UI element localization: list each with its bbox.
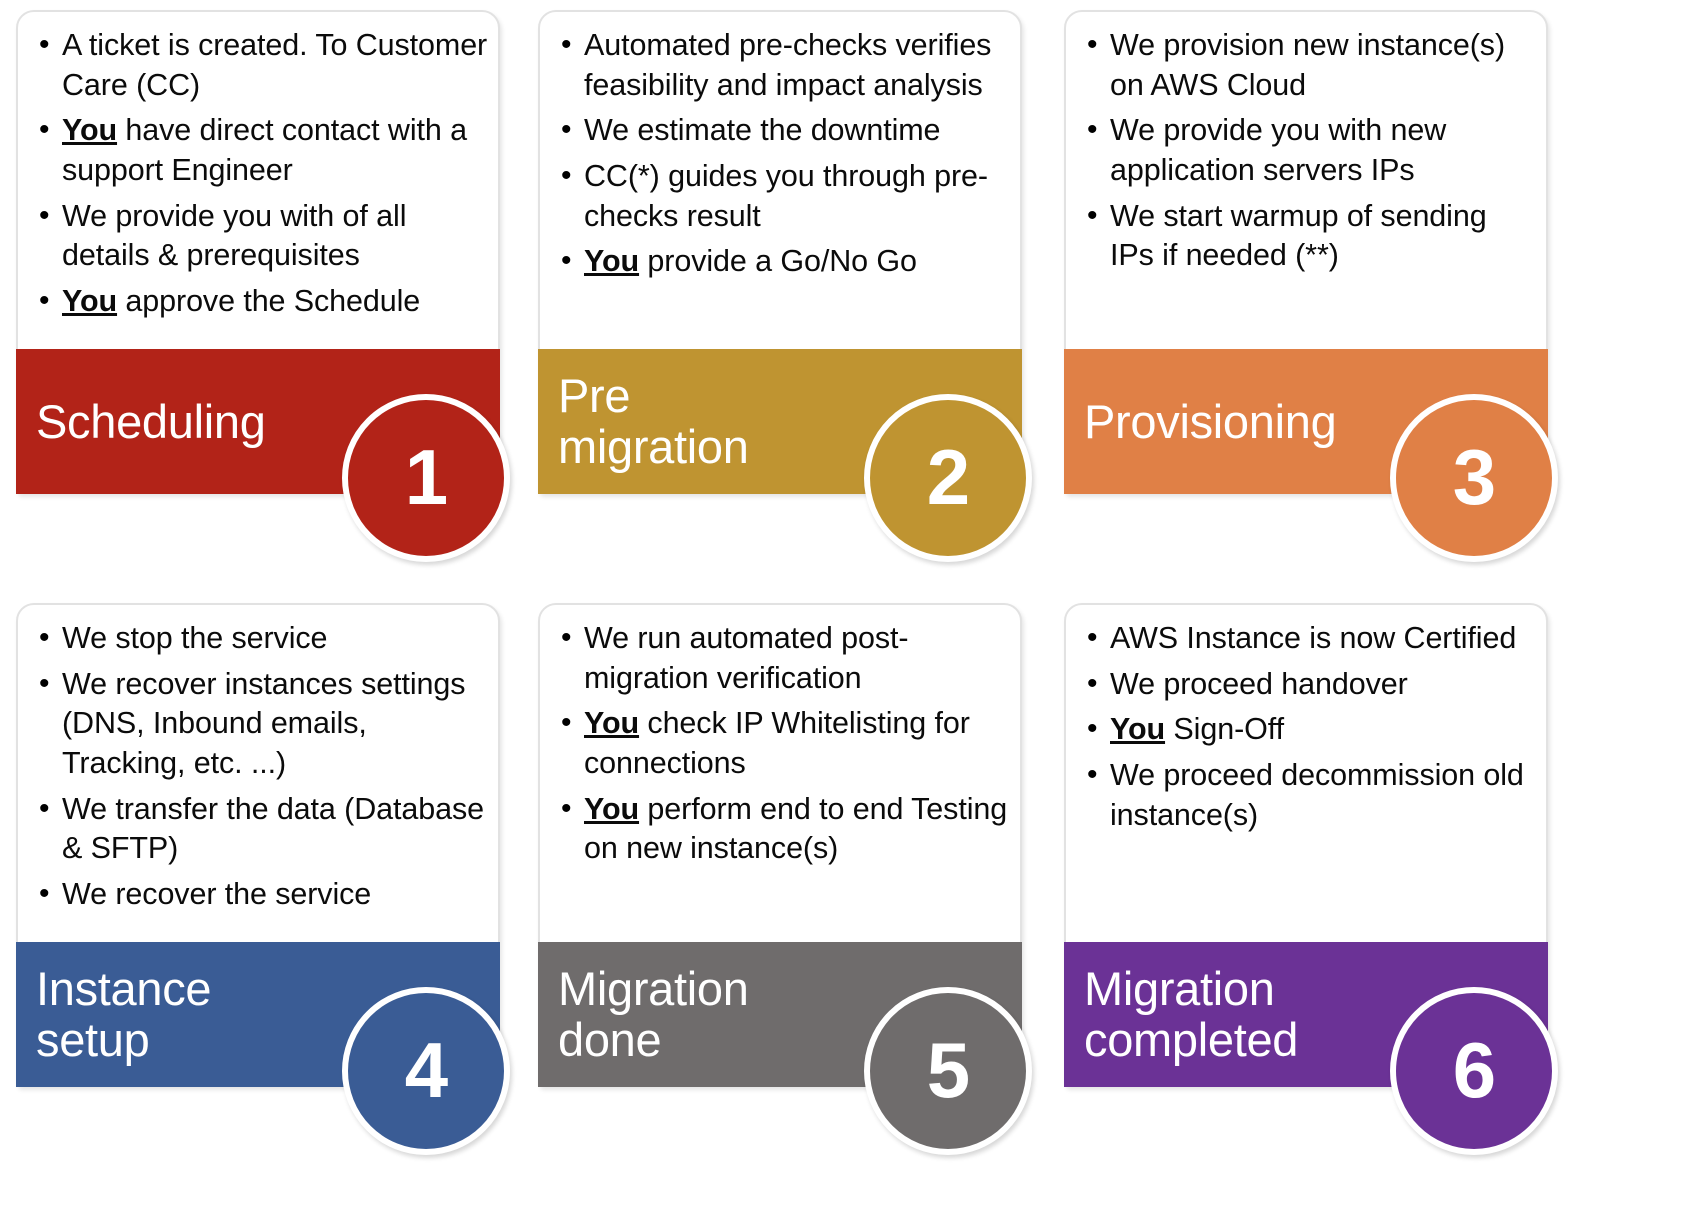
bullet-item: We provide you with of all details & pre…	[39, 196, 488, 276]
bullet-lead: You	[62, 113, 118, 148]
bullet-text: We stop the service	[62, 621, 328, 655]
step-label-3: Provisioning	[1084, 394, 1337, 448]
step-number-circle-6: 6	[1390, 987, 1558, 1155]
bullet-text: provide a Go/No Go	[639, 244, 917, 279]
step-bullet-list-5: We run automated post-migration verifica…	[554, 618, 1010, 875]
bullet-lead: You	[62, 283, 118, 318]
bullet-item: CC(*) guides you through pre-checks resu…	[561, 156, 1010, 236]
bullet-lead: You	[584, 791, 640, 826]
bullet-item: We estimate the downtime	[561, 110, 1010, 151]
bullet-item: We run automated post-migration verifica…	[561, 618, 1010, 698]
bullet-text: check IP Whitelisting for connections	[584, 706, 970, 780]
bullet-item: You approve the Schedule	[39, 281, 488, 322]
bullet-item: You perform end to end Testing on new in…	[561, 789, 1010, 869]
bullet-text: We transfer the data (Database & SFTP)	[62, 791, 484, 866]
bullet-item: We stop the service	[39, 618, 488, 659]
bullet-item: We proceed handover	[1087, 664, 1536, 705]
bullet-item: You provide a Go/No Go	[561, 241, 1010, 282]
step-card-2[interactable]: Automated pre-checks verifies feasibilit…	[538, 10, 1032, 562]
step-number-1: 1	[404, 433, 448, 521]
bullet-item: We recover instances settings (DNS, Inbo…	[39, 664, 488, 784]
bullet-text: We provide you with new application serv…	[1110, 113, 1447, 187]
bullet-text: We proceed handover	[1110, 666, 1408, 701]
step-number-circle-1: 1	[342, 394, 510, 562]
bullet-item: You Sign-Off	[1087, 709, 1536, 750]
step-number-circle-5: 5	[864, 987, 1032, 1155]
bullet-item: AWS Instance is now Certified	[1087, 618, 1536, 659]
bullet-item: You check IP Whitelisting for connection…	[561, 703, 1010, 783]
step-label-4: Instance setup	[36, 962, 212, 1066]
step-number-circle-2: 2	[864, 394, 1032, 562]
bullet-item: We provide you with new application serv…	[1087, 110, 1536, 190]
step-label-1: Scheduling	[36, 394, 266, 448]
bullet-item: We proceed decommission old instance(s)	[1087, 755, 1536, 835]
bullet-text: We provide you with of all details & pre…	[62, 198, 407, 273]
bullet-text: We start warmup of sending IPs if needed…	[1110, 198, 1487, 273]
bullet-item: You have direct contact with a support E…	[39, 110, 488, 190]
bullet-text: A ticket is created. To Customer Care (C…	[62, 28, 488, 102]
bullet-text: We recover instances settings (DNS, Inbo…	[62, 666, 466, 780]
step-label-6: Migration completed	[1084, 962, 1299, 1066]
bullet-text: We provision new instance(s) on AWS Clou…	[1110, 28, 1505, 102]
step-card-6[interactable]: AWS Instance is now Certified We proceed…	[1064, 603, 1558, 1155]
bullet-text: CC(*) guides you through pre-checks resu…	[584, 158, 988, 233]
step-number-circle-3: 3	[1390, 394, 1558, 562]
step-card-3[interactable]: We provision new instance(s) on AWS Clou…	[1064, 10, 1558, 562]
bullet-item: We transfer the data (Database & SFTP)	[39, 789, 488, 869]
bullet-text: We proceed decommission old instance(s)	[1110, 757, 1524, 832]
bullet-text: We run automated post-migration verifica…	[584, 621, 909, 695]
step-bullet-list-6: AWS Instance is now Certified We proceed…	[1080, 618, 1536, 841]
bullet-text: We recover the service	[62, 876, 372, 911]
step-number-4: 4	[404, 1026, 448, 1114]
step-card-5[interactable]: We run automated post-migration verifica…	[538, 603, 1032, 1155]
step-number-5: 5	[926, 1026, 970, 1114]
bullet-text: Automated pre-checks verifies feasibilit…	[584, 28, 992, 102]
bullet-item: We start warmup of sending IPs if needed…	[1087, 196, 1536, 276]
step-number-3: 3	[1452, 433, 1496, 521]
bullet-item: Automated pre-checks verifies feasibilit…	[561, 25, 1010, 105]
bullet-lead: You	[1110, 712, 1166, 747]
step-number-6: 6	[1452, 1026, 1496, 1114]
bullet-item: We provision new instance(s) on AWS Clou…	[1087, 25, 1536, 105]
step-header-bar-5: Migration done	[538, 942, 1022, 1087]
bullet-lead: You	[584, 244, 640, 279]
step-card-4[interactable]: We stop the service We recover instances…	[16, 603, 510, 1155]
step-label-2: Pre migration	[558, 369, 749, 473]
bullet-text: have direct contact with a support Engin…	[62, 113, 467, 187]
step-bullet-list-2: Automated pre-checks verifies feasibilit…	[554, 25, 1010, 288]
bullet-text: approve the Schedule	[117, 283, 421, 318]
step-number-circle-4: 4	[342, 987, 510, 1155]
step-card-1[interactable]: A ticket is created. To Customer Care (C…	[16, 10, 510, 562]
step-bullet-list-4: We stop the service We recover instances…	[32, 618, 488, 920]
step-label-5: Migration done	[558, 962, 749, 1066]
step-bullet-list-3: We provision new instance(s) on AWS Clou…	[1080, 25, 1536, 282]
step-bullet-list-1: A ticket is created. To Customer Care (C…	[32, 25, 488, 327]
bullet-text: perform end to end Testing on new instan…	[584, 791, 1008, 866]
step-number-2: 2	[926, 433, 970, 521]
bullet-item: We recover the service	[39, 874, 488, 915]
bullet-lead: You	[584, 706, 640, 741]
bullet-text: AWS Instance is now Certified	[1110, 621, 1517, 655]
bullet-item: A ticket is created. To Customer Care (C…	[39, 25, 488, 105]
bullet-text: We estimate the downtime	[584, 113, 941, 148]
bullet-text: Sign-Off	[1165, 712, 1284, 747]
